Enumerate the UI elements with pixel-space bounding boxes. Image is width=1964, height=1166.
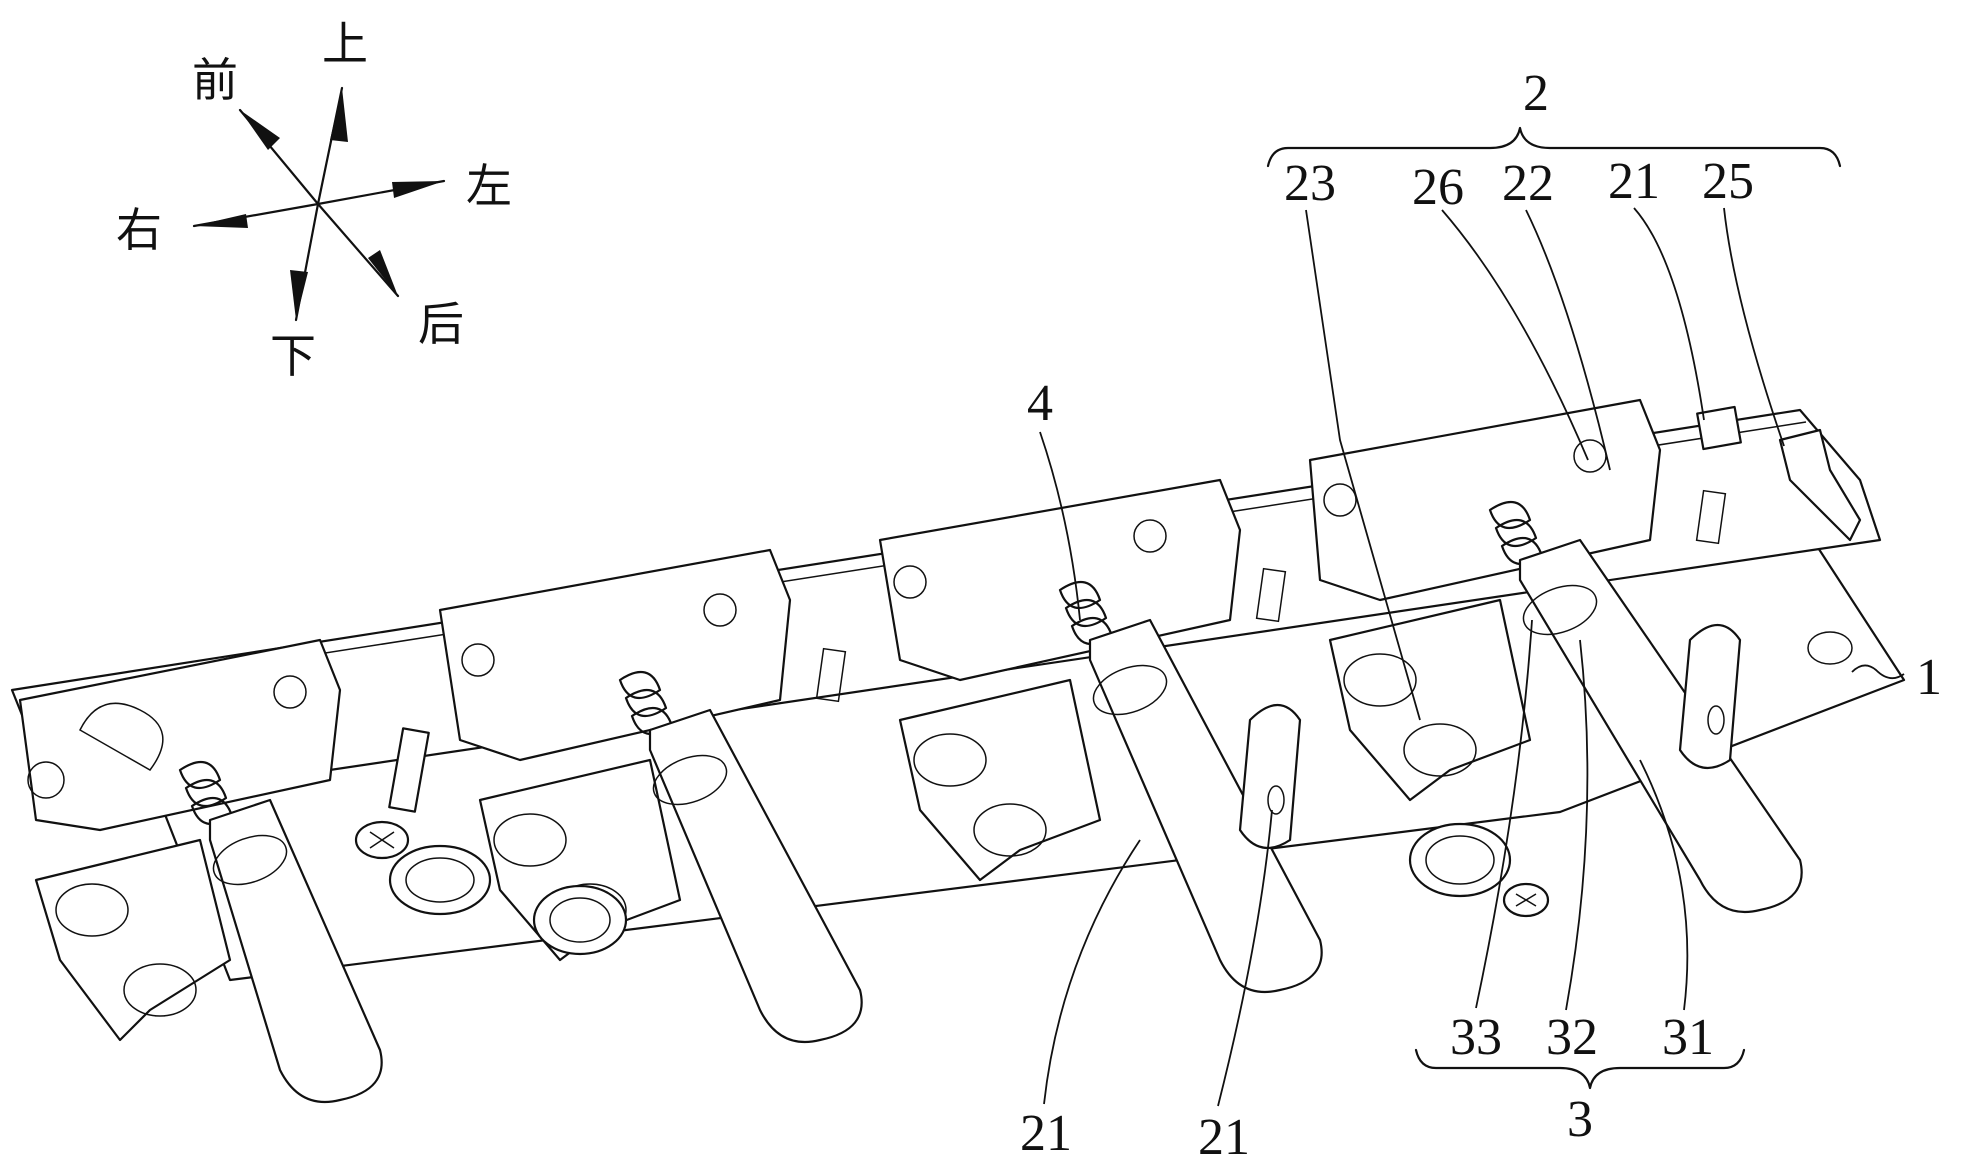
leader-21-bottom-left <box>1043 839 1141 1105</box>
label-1: 1 <box>1916 649 1942 706</box>
compass-arrowhead-back <box>368 250 398 296</box>
group-3-label: 3 <box>1567 1091 1593 1148</box>
label-25: 25 <box>1702 153 1754 210</box>
direction-compass: 上 前 左 右 下 后 <box>116 17 512 383</box>
label-31: 31 <box>1662 1009 1714 1066</box>
label-22: 22 <box>1502 155 1554 212</box>
leader-32 <box>1565 639 1589 1011</box>
leader-4 <box>1039 431 1081 621</box>
label-21-bottom-left: 21 <box>1020 1105 1072 1162</box>
compass-label-right: 右 <box>116 203 162 257</box>
compass-arrowhead-right <box>194 214 248 228</box>
compass-arrow-back <box>316 202 400 298</box>
group-3-brace <box>1414 1048 1746 1090</box>
label-23: 23 <box>1284 155 1336 212</box>
group-3-callouts: 33 32 31 3 <box>1414 619 1746 1148</box>
leader-21-top <box>1633 207 1705 421</box>
label-32: 32 <box>1546 1009 1598 1066</box>
part-1-callout: 1 <box>1851 649 1942 706</box>
leader-31 <box>1639 759 1689 1011</box>
group-2-brace <box>1266 126 1842 168</box>
label-4: 4 <box>1027 375 1053 432</box>
bottom-21-callouts: 21 21 <box>1020 809 1273 1166</box>
leader-21-bottom-right <box>1217 809 1273 1107</box>
leader-33 <box>1475 619 1533 1009</box>
compass-label-back: 后 <box>418 297 464 351</box>
compass-arrowhead-up <box>330 88 348 142</box>
leader-26 <box>1441 209 1589 461</box>
leader-25 <box>1723 207 1785 447</box>
module-3 <box>878 478 1323 994</box>
group-2-callouts: 2 23 26 22 21 25 <box>1266 65 1842 721</box>
compass-arrowhead-left <box>392 181 444 198</box>
module-2 <box>438 548 863 1044</box>
module-1 <box>18 638 492 1104</box>
label-21-bottom-right: 21 <box>1198 1109 1250 1166</box>
compass-label-up: 上 <box>322 17 368 71</box>
compass-arrowhead-down <box>290 270 308 320</box>
label-26: 26 <box>1412 159 1464 216</box>
group-2-label: 2 <box>1523 65 1549 122</box>
assembly-drawing <box>10 398 1906 1104</box>
compass-arrowhead-front <box>240 110 280 150</box>
label-33: 33 <box>1450 1009 1502 1066</box>
module-4 <box>1308 398 1862 918</box>
leader-1-tilde <box>1851 664 1905 680</box>
compass-label-left: 左 <box>466 159 512 213</box>
compass-label-down: 下 <box>270 329 316 383</box>
compass-label-front: 前 <box>192 53 238 107</box>
leader-23 <box>1305 209 1421 721</box>
label-21-top: 21 <box>1608 153 1660 210</box>
part-4-callout: 4 <box>1027 375 1081 621</box>
leader-22 <box>1525 209 1611 471</box>
